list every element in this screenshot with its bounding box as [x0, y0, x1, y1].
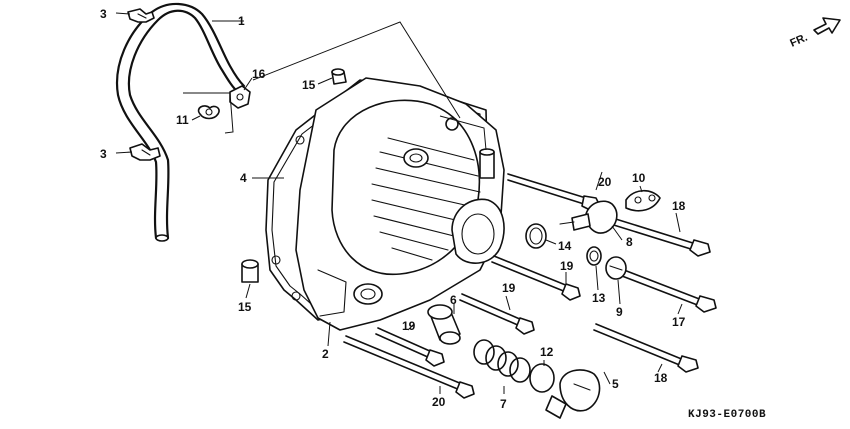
callout-10: 10 — [632, 171, 646, 185]
hose-clamp-upper — [127, 8, 155, 23]
callout-12: 12 — [540, 345, 554, 359]
bolt-20-lower — [343, 335, 475, 399]
callout-18-upper: 18 — [672, 199, 686, 213]
clip-detail-box — [183, 92, 234, 134]
callout-14: 14 — [558, 239, 572, 253]
bolt-19-middle — [491, 255, 581, 301]
callout-4: 4 — [240, 171, 247, 185]
o-ring-14 — [525, 223, 547, 249]
callout-15-lower: 15 — [238, 300, 252, 314]
drawing-code: KJ93-E0700B — [688, 409, 766, 421]
front-direction-arrow: FR. — [788, 17, 841, 50]
callout-7: 7 — [500, 397, 507, 411]
callout-11: 11 — [176, 113, 189, 127]
callout-5: 5 — [612, 377, 619, 391]
arrow-right-icon — [813, 17, 841, 35]
callouts: 1 3 3 16 11 15 4 15 2 19 6 20 7 12 5 19 … — [100, 7, 686, 411]
o-rings-7 — [473, 339, 531, 383]
callout-19-middle: 19 — [560, 259, 574, 273]
callout-17: 17 — [672, 315, 686, 329]
bolt-17 — [621, 269, 717, 313]
filler-cap-5 — [545, 369, 601, 419]
breather-cap — [559, 200, 618, 234]
bolt-18-lower — [593, 323, 699, 373]
callout-2: 2 — [322, 347, 329, 361]
leader-lines — [115, 12, 683, 394]
plug-9 — [605, 256, 627, 280]
callout-15-upper: 15 — [302, 78, 316, 92]
bolt-19-lower — [459, 293, 535, 335]
callout-20-lower: 20 — [432, 395, 446, 409]
bolt-20-upper — [507, 173, 601, 211]
washer-13 — [586, 246, 602, 266]
callout-3-upper: 3 — [100, 7, 107, 21]
bolt-18-upper — [603, 215, 711, 257]
bracket — [625, 189, 661, 212]
shaft-6 — [427, 304, 461, 345]
dowel-pin-lower — [241, 259, 259, 283]
hose-joint — [229, 85, 251, 109]
hose-clamp-lower — [129, 143, 161, 161]
callout-1: 1 — [238, 14, 245, 28]
callout-20-upper: 20 — [598, 175, 612, 189]
callout-13: 13 — [592, 291, 606, 305]
direction-label: FR. — [788, 32, 809, 50]
callout-19-lower: 19 — [502, 281, 516, 295]
callout-9: 9 — [616, 305, 623, 319]
callout-16: 16 — [252, 67, 266, 81]
dowel-pin-upper — [331, 68, 347, 85]
callout-6: 6 — [450, 293, 457, 307]
bolt-19-lowest — [375, 327, 445, 367]
callout-18-lower: 18 — [654, 371, 668, 385]
callout-19-lowest: 19 — [402, 319, 416, 333]
o-ring-12 — [529, 363, 555, 393]
callout-3-lower: 3 — [100, 147, 107, 161]
crankcase-cover — [295, 77, 505, 331]
callout-8: 8 — [626, 235, 633, 249]
